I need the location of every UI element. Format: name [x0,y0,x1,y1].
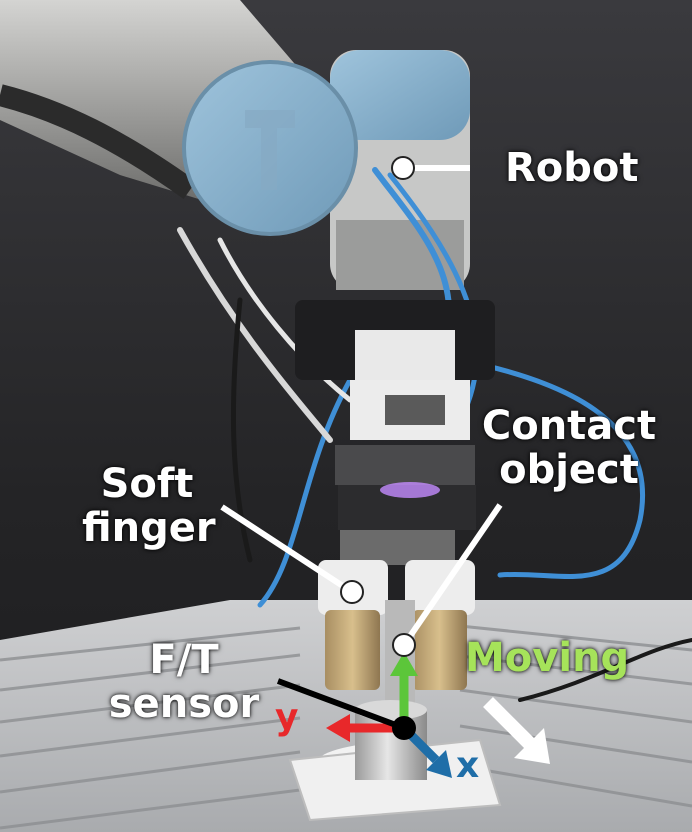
label-contact-line2: object [499,447,639,493]
annotation-leaders [220,156,503,740]
label-ft-sensor: F/T sensor [100,638,268,726]
soft-fingers [318,560,475,690]
aluminum-table [0,600,692,832]
moving-arrow-icon [483,697,550,764]
tool-stack [295,300,495,565]
label-contact-line1: Contact [481,403,657,449]
label-ft-line1: F/T [149,637,219,683]
axis-x-label: x [456,745,480,786]
axis-y-label: y [275,697,299,738]
label-robot: Robot [505,145,639,191]
label-soft-finger: Soft finger [82,461,216,551]
label-ft-line2: sensor [108,681,260,727]
label-moving: Moving [465,635,630,681]
label-contact-object: Contact object [480,404,658,492]
label-soft-line1: Soft [100,461,194,507]
label-soft-line2: finger [82,505,216,551]
